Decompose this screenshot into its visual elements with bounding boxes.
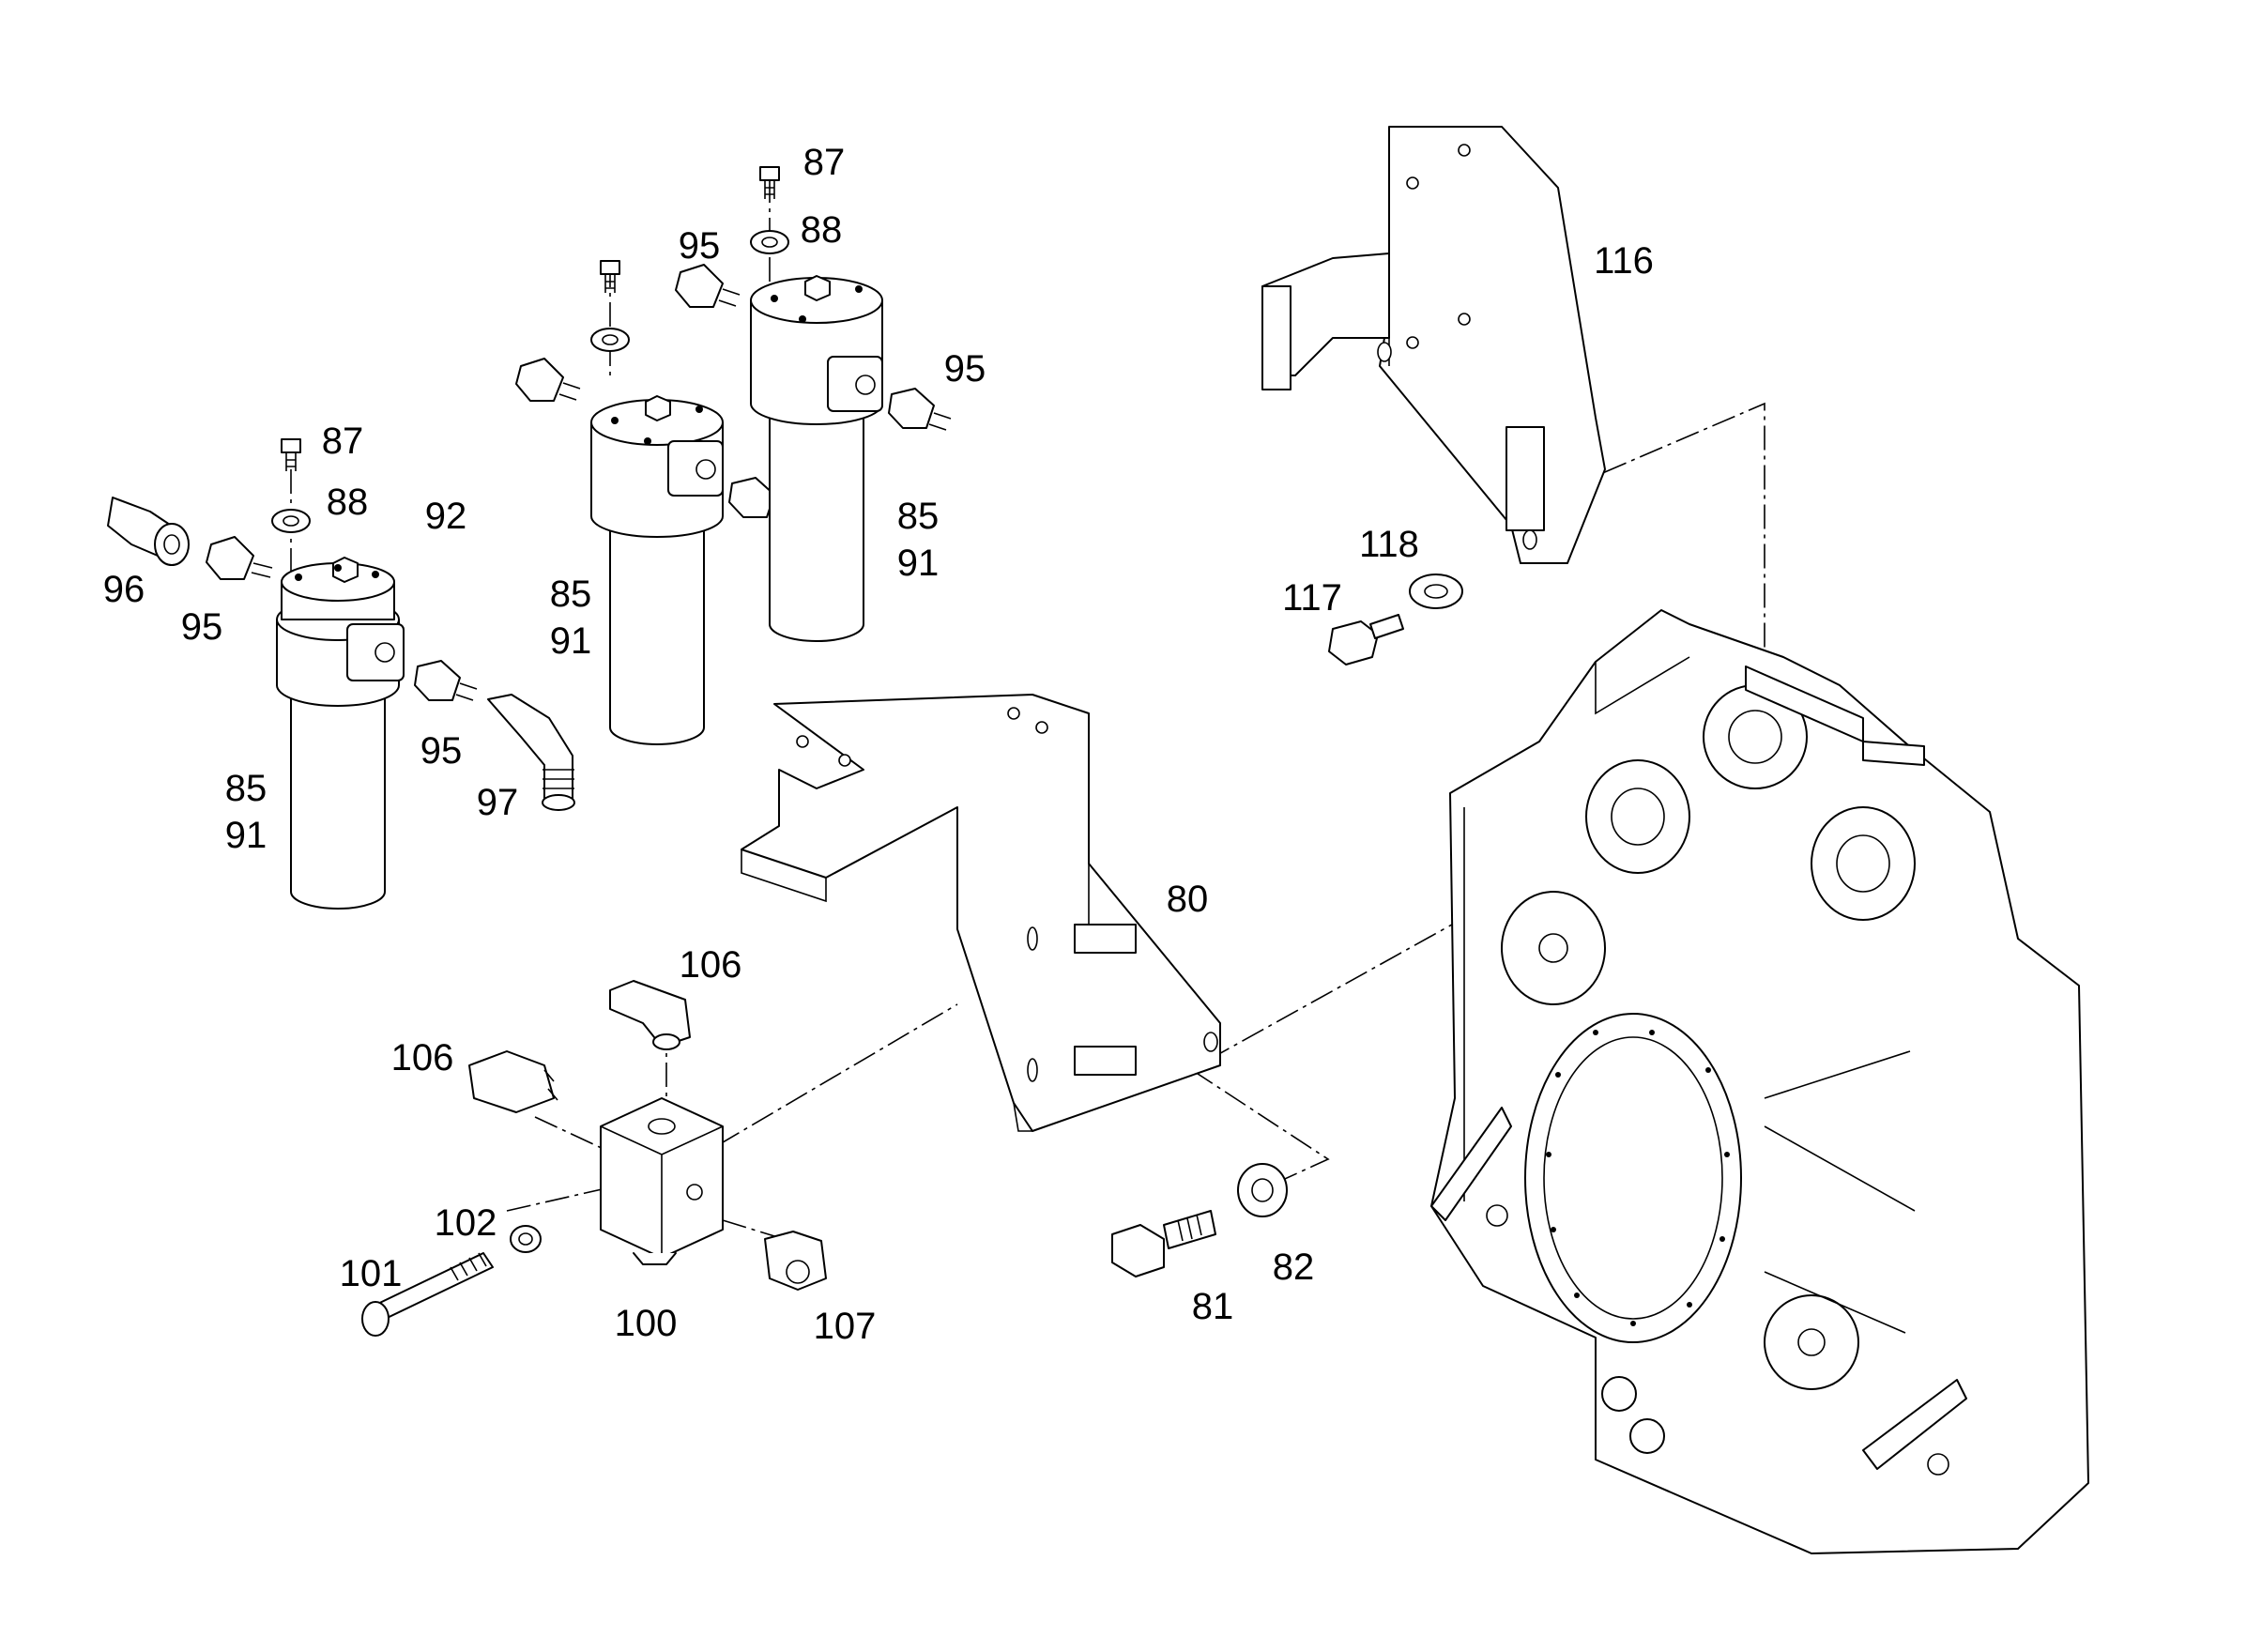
bolt-117 bbox=[1328, 614, 1404, 665]
callout-95: 95 bbox=[420, 730, 463, 772]
bracket-80 bbox=[741, 694, 1221, 1132]
callout-91: 91 bbox=[224, 815, 267, 856]
callout-102: 102 bbox=[434, 1202, 497, 1244]
screw-101 bbox=[361, 1252, 494, 1337]
fitting-96 bbox=[107, 497, 190, 566]
fitting-106-upper bbox=[609, 980, 691, 1050]
elbow-97 bbox=[487, 694, 575, 811]
callout-116: 116 bbox=[1594, 240, 1654, 282]
washer-88-right bbox=[750, 230, 789, 254]
callout-91: 91 bbox=[896, 543, 940, 584]
callout-117: 117 bbox=[1282, 577, 1342, 619]
callout-85: 85 bbox=[549, 574, 592, 615]
callout-118: 118 bbox=[1359, 524, 1419, 565]
filter-assembly-left bbox=[276, 557, 405, 910]
washer-118 bbox=[1409, 574, 1463, 609]
fitting-95-right-a bbox=[675, 264, 741, 308]
callout-95: 95 bbox=[678, 225, 721, 267]
valve-block-100 bbox=[600, 1097, 724, 1265]
screw-87-right bbox=[759, 166, 780, 199]
callout-85: 85 bbox=[224, 768, 267, 809]
callout-92: 92 bbox=[424, 496, 467, 537]
callout-80: 80 bbox=[1166, 879, 1209, 920]
callout-87: 87 bbox=[802, 142, 846, 183]
callout-95: 95 bbox=[943, 348, 986, 390]
fitting-95-left-b bbox=[414, 660, 478, 701]
fitting-95-left-a bbox=[206, 536, 273, 580]
bolt-81 bbox=[1111, 1210, 1216, 1277]
callout-87: 87 bbox=[321, 421, 364, 462]
callout-88: 88 bbox=[326, 482, 369, 523]
callout-101: 101 bbox=[339, 1253, 403, 1294]
plug-107 bbox=[764, 1231, 827, 1291]
callout-91: 91 bbox=[549, 620, 592, 662]
screw-87-middle bbox=[600, 260, 620, 293]
fitting-95-middle-a bbox=[515, 358, 581, 402]
washer-88-middle bbox=[590, 328, 630, 352]
callout-97: 97 bbox=[476, 782, 519, 823]
filter-assembly-right bbox=[750, 275, 883, 642]
washer-82 bbox=[1237, 1163, 1288, 1217]
washer-88-left bbox=[271, 509, 311, 533]
callout-88: 88 bbox=[800, 209, 843, 251]
fitting-95-right-b bbox=[888, 388, 952, 431]
callout-107: 107 bbox=[813, 1306, 877, 1347]
callout-106: 106 bbox=[390, 1037, 454, 1078]
callout-100: 100 bbox=[614, 1303, 678, 1344]
filter-assembly-middle bbox=[590, 395, 724, 745]
screw-87-left bbox=[281, 438, 301, 471]
callout-96: 96 bbox=[102, 569, 145, 610]
callout-85: 85 bbox=[896, 496, 940, 537]
callout-106: 106 bbox=[679, 944, 742, 986]
callout-95: 95 bbox=[180, 606, 223, 648]
callout-81: 81 bbox=[1191, 1286, 1234, 1327]
bracket-116 bbox=[1261, 126, 1606, 564]
fitting-106-lower bbox=[468, 1050, 558, 1113]
washer-102 bbox=[510, 1225, 542, 1253]
callout-82: 82 bbox=[1272, 1247, 1315, 1288]
gearbox-housing bbox=[1430, 609, 2089, 1554]
